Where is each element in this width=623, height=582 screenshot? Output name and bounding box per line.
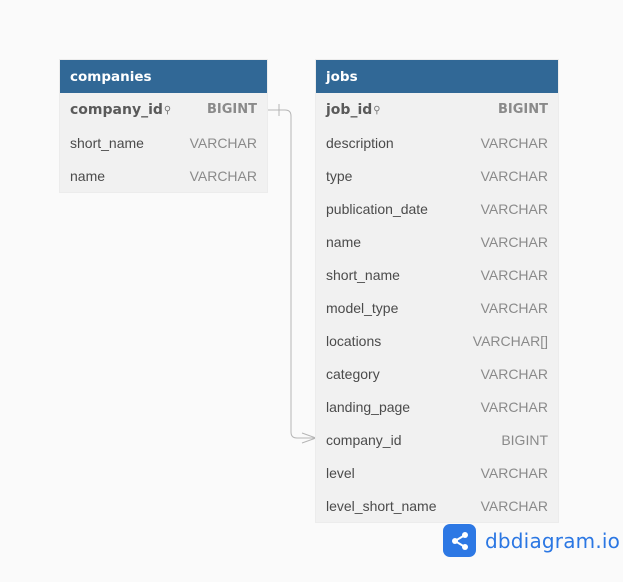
column-row[interactable]: short_name VARCHAR bbox=[60, 126, 267, 159]
dbdiagram-logo-icon bbox=[443, 524, 476, 557]
column-name: description bbox=[326, 134, 394, 151]
column-row[interactable]: company_id⚲ BIGINT bbox=[60, 93, 267, 126]
column-name-cell: description bbox=[326, 135, 394, 151]
column-row[interactable]: locations VARCHAR[] bbox=[316, 324, 558, 357]
column-type: BIGINT bbox=[501, 431, 548, 448]
column-row[interactable]: job_id⚲ BIGINT bbox=[316, 93, 558, 126]
column-name-cell: type bbox=[326, 168, 352, 184]
column-type: VARCHAR bbox=[480, 266, 548, 283]
column-row[interactable]: category VARCHAR bbox=[316, 357, 558, 390]
primary-key-icon: ⚲ bbox=[163, 105, 172, 116]
column-name: level bbox=[326, 464, 355, 481]
column-type: VARCHAR bbox=[480, 365, 548, 382]
primary-key-icon: ⚲ bbox=[373, 105, 381, 116]
column-row[interactable]: level VARCHAR bbox=[316, 456, 558, 489]
column-type: BIGINT bbox=[206, 102, 257, 117]
column-name-cell: publication_date bbox=[326, 201, 428, 217]
table-header[interactable]: jobs bbox=[316, 60, 558, 93]
column-name-cell: short_name bbox=[70, 135, 144, 151]
column-type: VARCHAR bbox=[480, 299, 548, 316]
column-row[interactable]: landing_page VARCHAR bbox=[316, 390, 558, 423]
column-type: VARCHAR bbox=[480, 398, 548, 415]
column-name: short_name bbox=[326, 266, 400, 283]
column-name: name bbox=[70, 167, 106, 184]
column-name-cell: level bbox=[326, 465, 355, 481]
column-row[interactable]: model_type VARCHAR bbox=[316, 291, 558, 324]
column-name: model_type bbox=[326, 299, 399, 316]
column-row[interactable]: name VARCHAR bbox=[60, 159, 267, 192]
column-row[interactable]: publication_date VARCHAR bbox=[316, 192, 558, 225]
column-name-cell: category bbox=[326, 366, 380, 382]
column-row[interactable]: name VARCHAR bbox=[316, 225, 558, 258]
column-type: VARCHAR bbox=[480, 464, 548, 481]
column-type: VARCHAR[] bbox=[472, 332, 548, 349]
column-type: VARCHAR bbox=[480, 167, 548, 184]
column-name: type bbox=[326, 167, 353, 184]
column-name: publication_date bbox=[326, 200, 428, 217]
column-name: company_id bbox=[70, 102, 163, 118]
column-name-cell: job_id⚲ bbox=[326, 101, 381, 118]
column-type: VARCHAR bbox=[189, 134, 257, 151]
column-type: VARCHAR bbox=[480, 200, 548, 217]
column-name-cell: company_id⚲ bbox=[70, 101, 171, 118]
column-type: VARCHAR bbox=[480, 497, 548, 514]
column-name-cell: name bbox=[70, 168, 105, 184]
column-name-cell: model_type bbox=[326, 300, 398, 316]
column-row[interactable]: type VARCHAR bbox=[316, 159, 558, 192]
column-name-cell: level_short_name bbox=[326, 498, 437, 514]
column-name: level_short_name bbox=[326, 497, 437, 514]
column-type: VARCHAR bbox=[480, 134, 548, 151]
column-row[interactable]: level_short_name VARCHAR bbox=[316, 489, 558, 522]
column-row[interactable]: short_name VARCHAR bbox=[316, 258, 558, 291]
column-name-cell: name bbox=[326, 234, 361, 250]
column-name: company_id bbox=[326, 431, 402, 448]
column-name-cell: short_name bbox=[326, 267, 400, 283]
column-name: short_name bbox=[70, 134, 144, 151]
column-type: BIGINT bbox=[497, 102, 548, 117]
brand-text: dbdiagram.io bbox=[485, 528, 621, 553]
column-type: VARCHAR bbox=[480, 233, 548, 250]
column-name: name bbox=[326, 233, 362, 250]
column-name: landing_page bbox=[326, 398, 411, 415]
column-type: VARCHAR bbox=[189, 167, 257, 184]
column-row[interactable]: description VARCHAR bbox=[316, 126, 558, 159]
column-name-cell: company_id bbox=[326, 432, 402, 448]
brand[interactable]: dbdiagram.io bbox=[443, 524, 620, 557]
column-name-cell: landing_page bbox=[326, 399, 410, 415]
column-row[interactable]: company_id BIGINT bbox=[316, 423, 558, 456]
column-name: category bbox=[326, 365, 380, 382]
column-name: job_id bbox=[326, 102, 373, 118]
column-name-cell: locations bbox=[326, 333, 381, 349]
column-name: locations bbox=[326, 332, 382, 349]
table-header[interactable]: companies bbox=[60, 60, 267, 93]
